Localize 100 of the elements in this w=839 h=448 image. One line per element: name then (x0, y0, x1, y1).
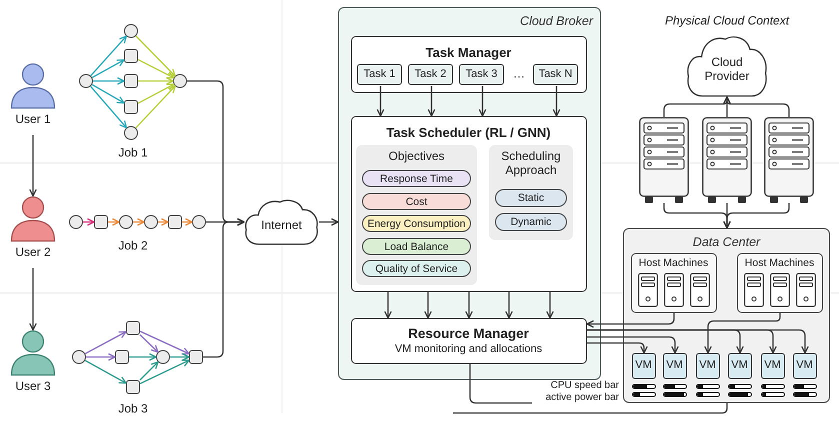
arrow (83, 218, 95, 226)
connector-line (469, 364, 532, 404)
user-label: User 2 (15, 245, 51, 259)
internet-cloud (244, 199, 319, 245)
arrow (92, 59, 125, 78)
arrow (203, 218, 245, 358)
server-rack-drawing (764, 117, 814, 203)
vm-tile: VM (728, 352, 752, 378)
job-label: Job 3 (118, 402, 148, 416)
arrow (129, 353, 157, 361)
objective-pill: Energy Consumption (362, 215, 471, 232)
arrow (478, 86, 486, 117)
panel-title: Task Manager (426, 44, 512, 60)
job-label: Job 1 (118, 146, 148, 160)
objectives-panel (356, 145, 477, 285)
server-rack-drawing (639, 117, 689, 203)
arrow (424, 292, 432, 319)
arrow (586, 313, 675, 328)
arrow (29, 268, 37, 331)
arrow (135, 85, 176, 128)
arrow (158, 218, 169, 226)
arrow (84, 331, 127, 354)
job-label: Job 2 (118, 238, 148, 254)
arrow (29, 135, 37, 197)
user-label: User 3 (15, 379, 51, 393)
arrow (108, 218, 120, 226)
cloud-provider-cloud (686, 35, 768, 97)
arrow (140, 361, 159, 380)
task-node-square (168, 215, 182, 229)
approach-pill: Static (495, 189, 567, 207)
cloud-broker-panel (338, 7, 601, 380)
resource-manager-panel (350, 318, 586, 364)
task-manager-panel (350, 36, 586, 92)
arrow (90, 86, 128, 128)
vm-tile: VM (632, 352, 656, 378)
task-node-square (126, 321, 140, 335)
panel-title: Data Center (692, 234, 760, 250)
panel-subtitle: VM monitoring and allocations (394, 342, 542, 356)
arrow (384, 292, 392, 319)
task-chip: Task 3 (459, 64, 504, 85)
arrow (182, 218, 193, 226)
ellipsis-label: … (513, 66, 525, 82)
host-machines-panel (630, 252, 716, 312)
connector-line (453, 403, 728, 414)
scheduling-approach-panel (489, 145, 573, 240)
arrow (587, 336, 679, 354)
panel-title: Host Machines (638, 256, 708, 270)
arrow (92, 84, 125, 104)
arrow (428, 86, 436, 117)
section-title: Physical Cloud Context (664, 14, 790, 28)
arrow (140, 334, 159, 353)
arrow (546, 292, 554, 319)
panel-title: Host Machines (744, 256, 814, 270)
panel-title: Resource Manager (408, 325, 529, 342)
arrow (465, 292, 473, 319)
panel-title: Task Scheduler (RL / GNN) (386, 124, 551, 140)
cloud-label: Cloud Provider (704, 54, 750, 82)
arrow (376, 86, 384, 117)
host-machines-panel (736, 252, 822, 312)
arrow (93, 77, 125, 85)
panel-title: Cloud Broker (520, 13, 593, 29)
data-center-panel (623, 228, 830, 403)
arrow (552, 86, 560, 117)
arrow (170, 353, 190, 361)
vm-tile: VM (662, 352, 686, 378)
arrow (138, 77, 174, 85)
objective-pill: Response Time (362, 170, 471, 187)
cloud-label: Internet (261, 218, 302, 232)
task-chip: Task 2 (408, 64, 453, 85)
task-node-square (124, 100, 138, 114)
task-node-square (124, 74, 138, 88)
vm-tile: VM (696, 352, 720, 378)
task-node-square (189, 350, 203, 364)
arrow (587, 342, 648, 354)
server-rack-drawing (702, 117, 752, 203)
group-title: Scheduling Approach (500, 149, 562, 177)
arrow (319, 218, 339, 226)
task-chip: Task 1 (357, 64, 402, 85)
arrow (140, 330, 190, 355)
approach-pill: Dynamic (495, 213, 567, 231)
task-scheduler-panel (350, 116, 586, 292)
task-node-square (124, 49, 138, 63)
vm-tile: VM (760, 352, 784, 378)
task-node-square (126, 380, 140, 394)
arrow (90, 36, 127, 76)
task-node-square (115, 350, 129, 364)
objective-pill: Cost (362, 193, 471, 210)
meter-caption: active power bar (546, 392, 619, 404)
task-chip: Task N (533, 64, 578, 85)
arrow (133, 218, 145, 226)
arrow (138, 84, 174, 104)
task-node-square (94, 215, 108, 229)
user-label: User 1 (15, 112, 51, 126)
arrow (140, 360, 190, 384)
meter-caption: CPU speed bar (550, 380, 619, 392)
arrow (138, 59, 174, 78)
objective-pill: Quality of Service (362, 260, 471, 277)
arrow (84, 360, 127, 384)
objective-pill: Load Balance (362, 238, 471, 255)
group-title: Objectives (388, 149, 445, 163)
